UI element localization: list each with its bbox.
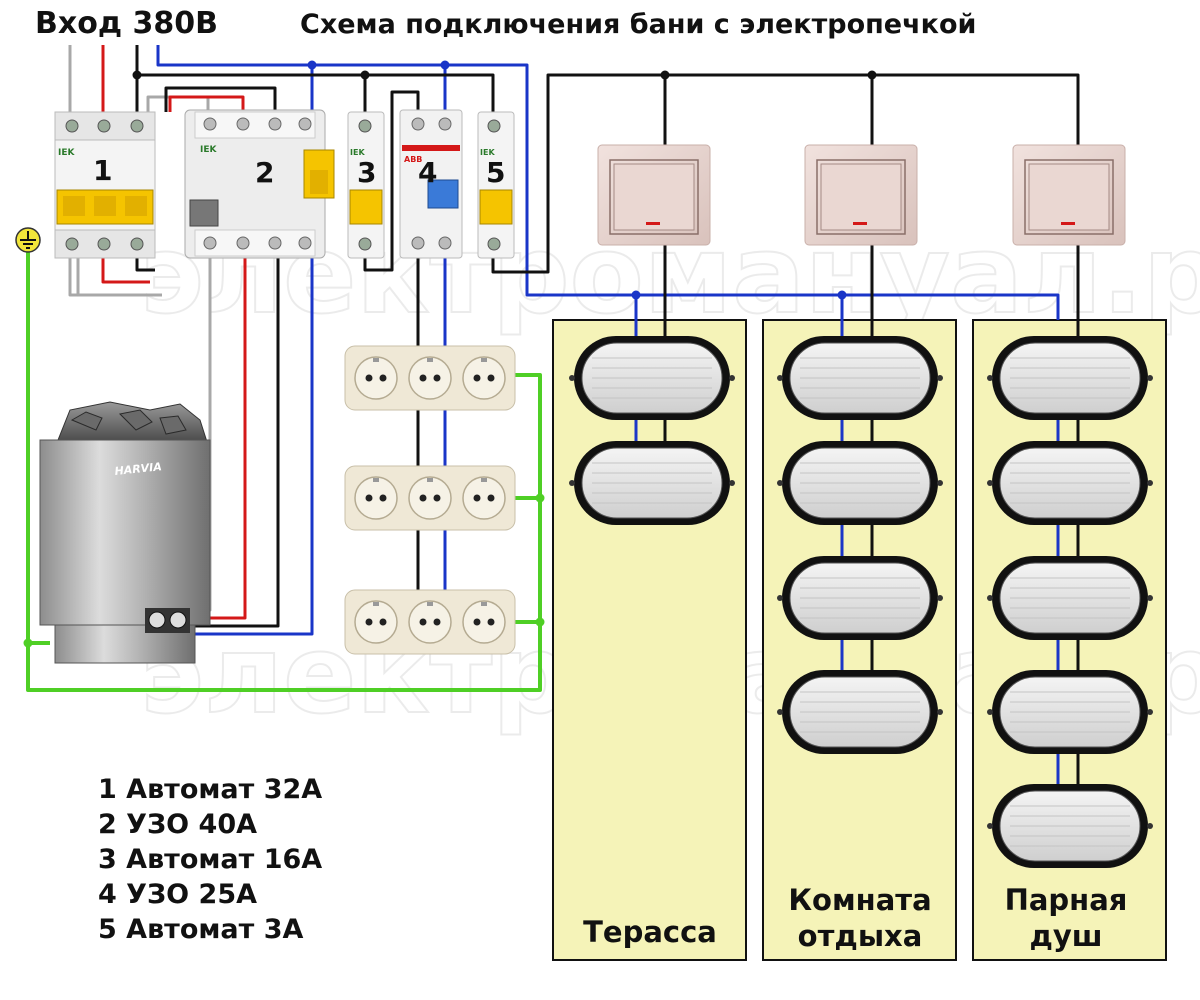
ceiling-lamp: [777, 441, 943, 525]
ceiling-lamp: [569, 336, 735, 420]
device-1-brand: IEK: [58, 148, 75, 158]
lamps: [569, 336, 1153, 868]
junction-dot: [660, 70, 670, 80]
junction-dot: [535, 617, 545, 627]
ground-symbol-icon: [15, 227, 41, 253]
page-title: Схема подключения бани с электропечкой: [300, 9, 976, 40]
ceiling-lamp: [987, 784, 1153, 868]
wire-heater-black: [195, 258, 280, 628]
rcd-40a: IEK 2: [184, 109, 335, 259]
socket-outlet[interactable]: [408, 600, 452, 644]
wire-heater-red: [195, 258, 247, 620]
junction-dot: [132, 70, 142, 80]
room-label-rest-line1: Комната: [788, 883, 931, 917]
indicator-light-icon: [853, 222, 867, 225]
room-label-steam-line2: душ: [1029, 919, 1102, 953]
socket-outlet[interactable]: [462, 356, 506, 400]
ceiling-lamp: [777, 556, 943, 640]
ceiling-lamp: [987, 670, 1153, 754]
wires: [26, 45, 1080, 692]
wire-lighting-phase: [491, 73, 1080, 274]
socket-block: [344, 589, 516, 655]
device-4-number: 4: [418, 156, 437, 189]
wire-ground-main: [26, 248, 542, 692]
junction-dots: [23, 60, 877, 648]
legend-item-2: 2 УЗО 40А: [98, 809, 257, 840]
device-5-brand: IEK: [480, 148, 495, 157]
junction-dot: [307, 60, 317, 70]
breaker-16a: IEK 3: [347, 111, 385, 259]
light-switch[interactable]: [1012, 144, 1126, 246]
heater-brand: HARVIA: [114, 460, 162, 478]
room-labels: Терасса Комната отдыха Парная душ: [583, 883, 1127, 953]
junction-dot: [23, 638, 33, 648]
light-switches: [597, 144, 1126, 246]
device-1-number: 1: [93, 154, 112, 187]
room-label-terrace: Терасса: [583, 915, 717, 949]
room-label-steam-line1: Парная: [1005, 883, 1128, 917]
wire-1-2-black: [164, 86, 277, 112]
light-switch[interactable]: [597, 144, 711, 246]
sauna-heater: HARVIA: [39, 401, 211, 664]
socket-outlet[interactable]: [408, 476, 452, 520]
wire-3-4: [363, 90, 420, 272]
wire-1-out-red: [101, 258, 150, 284]
room-panel-terrace: [552, 319, 747, 961]
light-switch[interactable]: [804, 144, 918, 246]
socket-outlet[interactable]: [354, 600, 398, 644]
wire-heater-blue: [195, 258, 314, 636]
ceiling-lamp: [987, 441, 1153, 525]
device-4-brand: ABB: [404, 155, 422, 164]
socket-block: [344, 345, 516, 411]
junction-dot: [837, 290, 847, 300]
wire-1-out-black: [135, 258, 155, 272]
socket-outlet[interactable]: [354, 476, 398, 520]
ceiling-lamp: [777, 336, 943, 420]
wire-bus-black: [137, 73, 495, 112]
ceiling-lamp: [569, 441, 735, 525]
socket-block: [344, 465, 516, 531]
socket-outlet[interactable]: [408, 356, 452, 400]
ceiling-lamp: [777, 670, 943, 754]
indicator-light-icon: [646, 222, 660, 225]
wire-1-2-red: [168, 95, 245, 112]
device-3-brand: IEK: [350, 148, 365, 157]
device-3-number: 3: [357, 156, 376, 189]
ceiling-lamp: [987, 556, 1153, 640]
wire-neutral-main: [156, 45, 1060, 320]
junction-dot: [535, 493, 545, 503]
junction-dot: [867, 70, 877, 80]
legend-item-4: 4 УЗО 25А: [98, 879, 257, 910]
junction-dot: [631, 290, 641, 300]
rcd-25a: ABB 4: [399, 109, 463, 259]
legend-item-3: 3 Автомат 16А: [98, 844, 322, 875]
room-label-rest-line2: отдыха: [798, 919, 923, 953]
wire-1-out-gray: [76, 258, 162, 297]
socket-outlet[interactable]: [462, 476, 506, 520]
junction-dot: [360, 70, 370, 80]
indicator-light-icon: [1061, 222, 1075, 225]
breaker-3a: IEK 5: [477, 111, 515, 259]
junction-dot: [440, 60, 450, 70]
socket-outlet[interactable]: [354, 356, 398, 400]
device-2-brand: IEK: [200, 145, 217, 155]
breaker-32a: IEK 1: [54, 111, 156, 259]
device-5-number: 5: [486, 156, 505, 189]
ceiling-lamp: [987, 336, 1153, 420]
device-2-number: 2: [255, 156, 274, 189]
socket-blocks: [344, 345, 516, 655]
input-label: Вход 380В: [35, 6, 218, 41]
legend: 1 Автомат 32А 2 УЗО 40А 3 Автомат 16А 4 …: [98, 774, 322, 945]
legend-item-5: 5 Автомат 3А: [98, 914, 303, 945]
socket-outlet[interactable]: [462, 600, 506, 644]
legend-item-1: 1 Автомат 32А: [98, 774, 322, 805]
